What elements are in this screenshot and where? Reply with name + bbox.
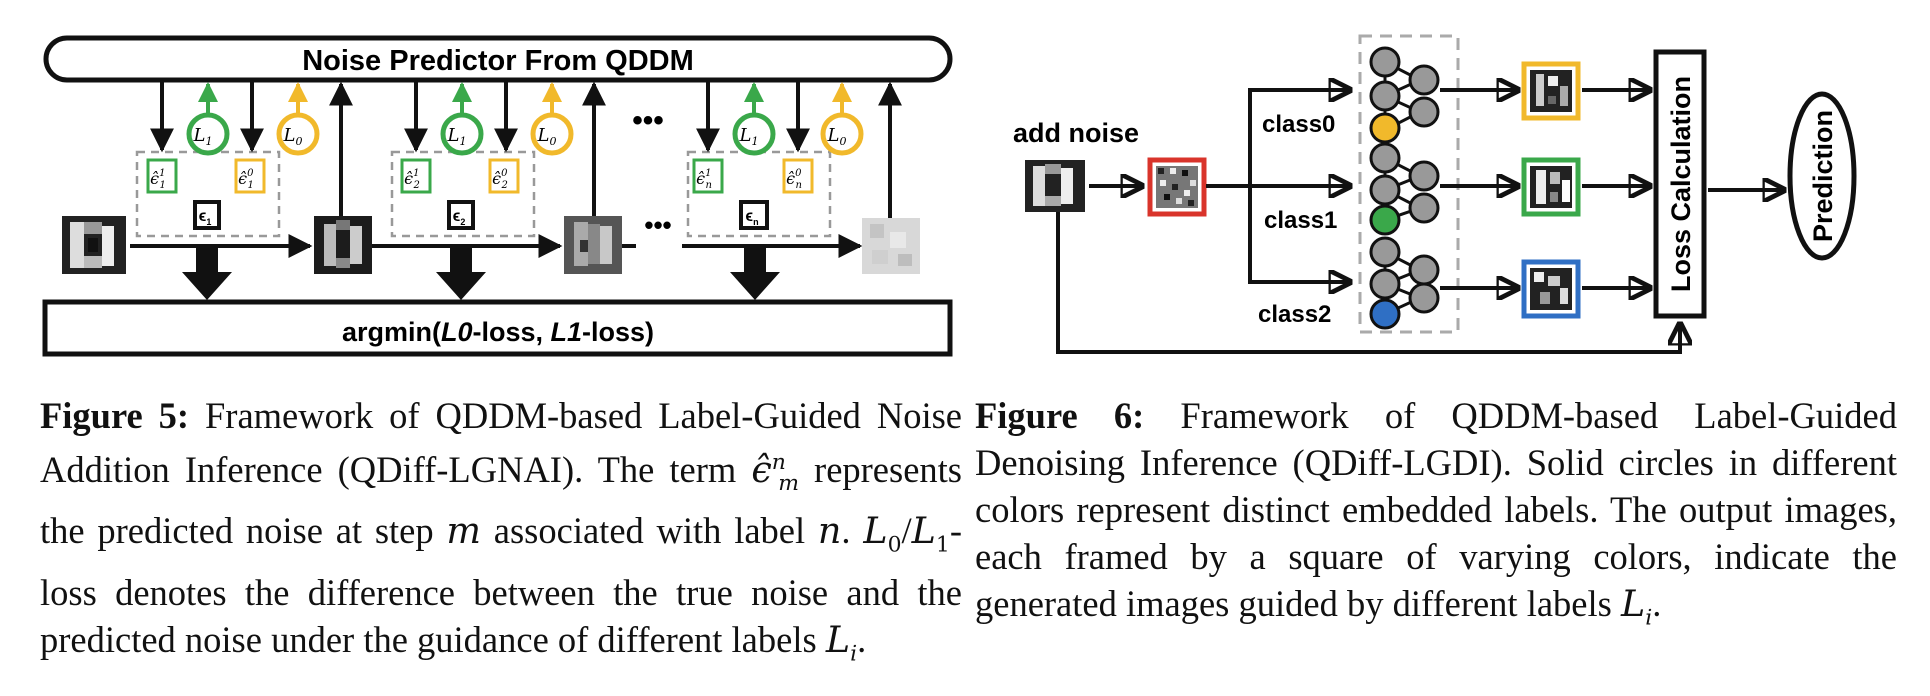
input-digit-image [62,216,126,274]
class2-label: class2 [1258,301,1331,328]
prediction-node [1787,91,1857,261]
figure-6-diagram: add noise class0 class1 class2 [1013,34,1857,354]
predicted-noise-label1-box [692,158,724,194]
noise-image [1147,157,1207,217]
figure-6-caption-lead: Figure 6: [975,395,1145,436]
class0-label: class0 [1262,111,1335,138]
svg-text:ϵ1: ϵ1 [199,208,212,227]
predicted-noise-label0-box [234,158,266,194]
noise-predictor-box [43,35,953,83]
class0-label-node [1369,112,1401,144]
true-noise-box [739,200,769,230]
network-class1 [1369,142,1440,236]
branch-class0 [1248,90,1350,186]
noisy-image-step-2 [564,216,622,274]
add-noise-label: add noise [1013,118,1139,148]
figure-6-caption: Figure 6: Framework of QDDM-based Label-… [975,395,1897,631]
predicted-noise-label0-box [782,158,814,194]
argmin-box [42,299,953,357]
network-class0 [1369,46,1440,144]
true-noise-box [193,200,221,230]
svg-text:L0: L0 [537,125,557,148]
svg-text:L1: L1 [193,125,213,148]
svg-text:ϵ̂12: ϵ̂12 [404,168,420,191]
output-image-class1 [1521,157,1581,217]
network-class2 [1369,236,1440,330]
svg-text:L0: L0 [283,125,303,148]
label-l1-circle [440,112,484,156]
svg-text:L1: L1 [447,125,467,148]
figure-5-caption-lead: Figure 5: [40,395,190,436]
svg-text:L1: L1 [739,125,759,148]
final-noise-image [862,218,920,274]
skip-connection [1056,212,1680,354]
class2-label-node [1369,298,1401,330]
svg-text:ϵ̂0n: ϵ̂0n [786,168,802,191]
class1-label: class1 [1264,207,1337,234]
epsilon-hat-symbol: ϵ̂nm [751,448,799,497]
loss-calculation-box [1653,49,1707,319]
svg-text:ϵn: ϵn [745,208,758,227]
steps-ellipsis: ••• [632,104,664,137]
noisy-image-step-1 [314,216,372,274]
prediction-label: Prediction [1808,110,1838,242]
loss-calculation-label: Loss Calculation [1666,76,1696,292]
argmin-label: argmin(L0-loss, L1-loss) [342,317,654,347]
output-image-class0 [1521,61,1581,121]
figure-5-caption: Figure 5: Framework of QDDM-based Label-… [40,395,962,667]
label-l0-circle [820,112,864,156]
label-l1-circle [732,112,776,156]
input-digit-image [1025,160,1085,212]
true-noise-box [447,200,475,230]
svg-text:ϵ̂01: ϵ̂01 [238,168,254,191]
figure-5-diagram: Noise Predictor From QDDM argmin(L0-loss… [42,35,953,357]
svg-text:L0: L0 [827,125,847,148]
noise-predictor-label: Noise Predictor From QDDM [302,45,694,77]
branch-class2 [1248,186,1350,282]
predicted-noise-label0-box [488,158,520,194]
label-l0-circle [276,112,320,156]
output-image-class2 [1521,259,1581,319]
svg-text:ϵ̂02: ϵ̂02 [492,168,508,191]
svg-text:ϵ̂11: ϵ̂11 [150,168,166,191]
predicted-noise-label1-box [400,158,432,194]
label-l0-circle [530,112,574,156]
svg-text:ϵ̂1n: ϵ̂1n [696,168,712,191]
svg-text:ϵ2: ϵ2 [453,208,466,227]
label-l1-circle [186,112,230,156]
predicted-noise-label1-box [146,158,178,194]
class1-label-node [1369,204,1401,236]
flow-ellipsis: ••• [644,210,671,240]
